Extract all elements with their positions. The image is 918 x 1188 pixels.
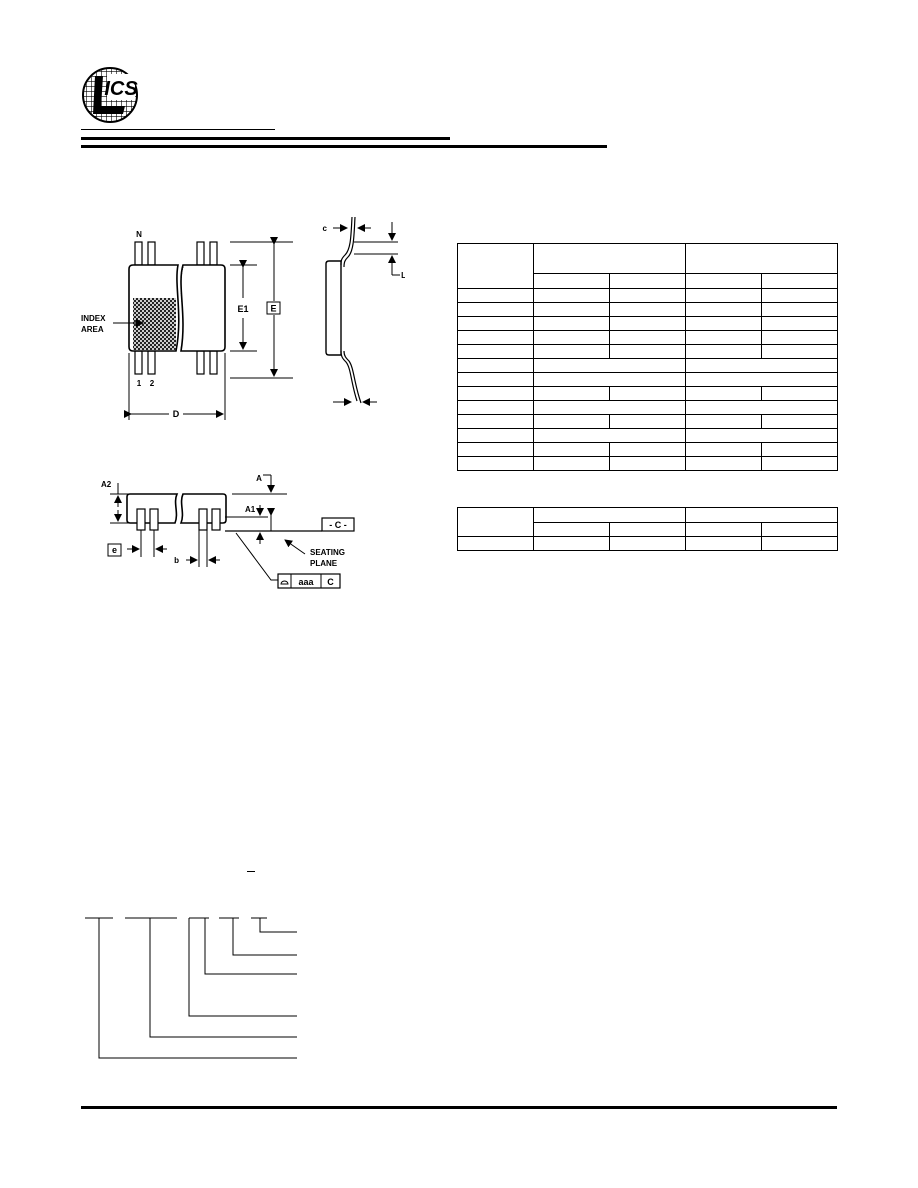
dim-a2-label: A2 [101, 480, 112, 489]
table-cell [685, 242, 838, 275]
seating-plane-label-2: PLANE [310, 559, 338, 568]
table-row [457, 288, 838, 303]
pin-n-label: N [136, 230, 142, 239]
overbar-mark [247, 871, 255, 872]
table-row [458, 273, 838, 289]
index-area-label: INDEX [81, 314, 106, 323]
dim-d-label: D [173, 409, 180, 419]
pin-2-label: 2 [150, 379, 155, 388]
dim-e1-label: E1 [237, 304, 248, 314]
table-row [457, 358, 838, 373]
dim-e-label: E [270, 304, 276, 314]
logo-text: ICS [104, 78, 138, 100]
dim-e-pitch-label: e [112, 545, 117, 555]
index-area-label-2: AREA [81, 325, 104, 334]
table-cell [685, 273, 762, 289]
pin-1-label: 1 [137, 379, 142, 388]
table-row [457, 344, 838, 359]
table-row [457, 456, 838, 471]
company-logo: ICS [81, 66, 139, 124]
table-row [457, 242, 838, 289]
footer-rule [81, 1106, 837, 1109]
dim-b-label: b [174, 556, 179, 565]
table-row [457, 428, 838, 443]
header-rule-long [81, 145, 607, 148]
ordering-info-diagram [85, 917, 297, 1059]
table-row [457, 536, 838, 551]
table-row [457, 372, 838, 387]
dim-a1-label: A1 [245, 505, 256, 514]
table-cell [533, 242, 686, 275]
datum-c-label: - C - [329, 520, 347, 530]
package-outline-drawing: N 1 2 INDEX AREA E1 E D c L A2 [81, 216, 405, 589]
header-rule-short [81, 129, 275, 130]
table-row [457, 442, 838, 457]
table-row [457, 302, 838, 317]
table-row [457, 400, 838, 415]
table-row [457, 386, 838, 401]
dimension-table [457, 242, 838, 471]
table-row [458, 521, 838, 537]
tolerance-datum: C [327, 577, 334, 587]
ics-logo-icon: ICS [82, 67, 138, 123]
table-cell [761, 273, 838, 289]
seating-plane-label: SEATING [310, 548, 345, 557]
dim-a-label: A [256, 474, 262, 483]
header-rule-medium [81, 137, 450, 140]
table-row [457, 507, 838, 537]
tolerance-value: aaa [298, 577, 314, 587]
table-row [457, 330, 838, 345]
dim-l-label: L [401, 271, 405, 280]
table-cell [609, 273, 686, 289]
table-row [457, 316, 838, 331]
package-table [457, 507, 838, 551]
table-cell [457, 243, 534, 289]
table-row [457, 414, 838, 429]
dim-c-label: c [323, 224, 328, 233]
table-cell [533, 273, 610, 289]
